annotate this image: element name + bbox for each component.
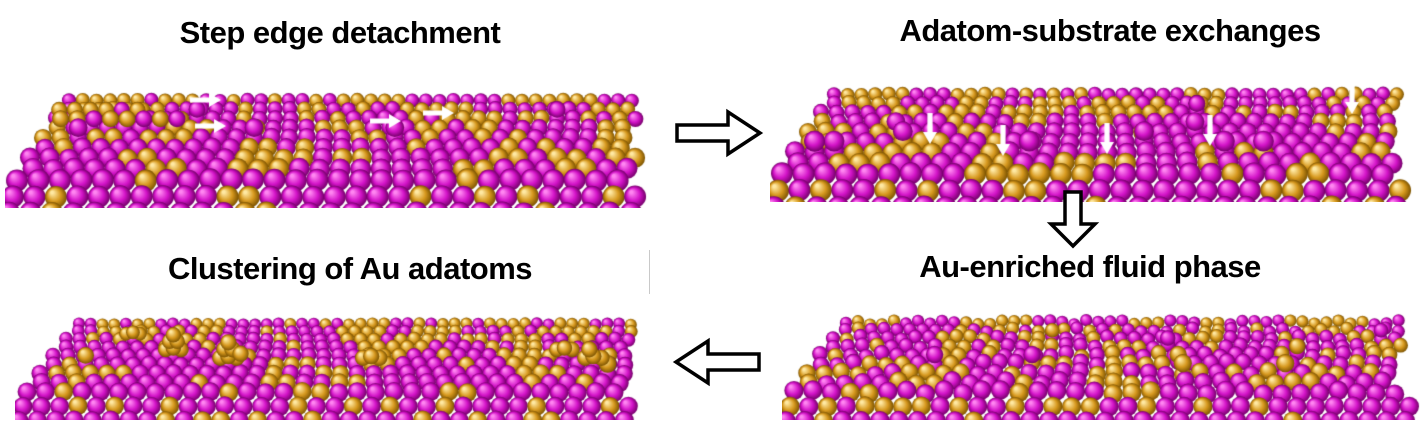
- panel-title-adatom-substrate-exchanges: Adatom-substrate exchanges: [899, 13, 1321, 48]
- lattice-adatom-substrate-exchanges: [770, 50, 1425, 202]
- artifact-line: [649, 250, 650, 294]
- flow-arrow-down-icon: [1046, 190, 1100, 249]
- lattice-clustering-of-au-adatoms: [15, 290, 655, 420]
- panel-title-step-edge-detachment: Step edge detachment: [179, 15, 501, 50]
- panel-title-clustering-of-au-adatoms: Clustering of Au adatoms: [167, 251, 533, 286]
- lattice-step-edge-detachment: [5, 56, 665, 208]
- flow-arrow-right-icon: [675, 108, 764, 158]
- lattice-au-enriched-fluid-phase: [782, 287, 1427, 420]
- panel-title-au-enriched-fluid-phase: Au-enriched fluid phase: [919, 249, 1261, 284]
- flow-arrow-left-icon: [672, 337, 761, 387]
